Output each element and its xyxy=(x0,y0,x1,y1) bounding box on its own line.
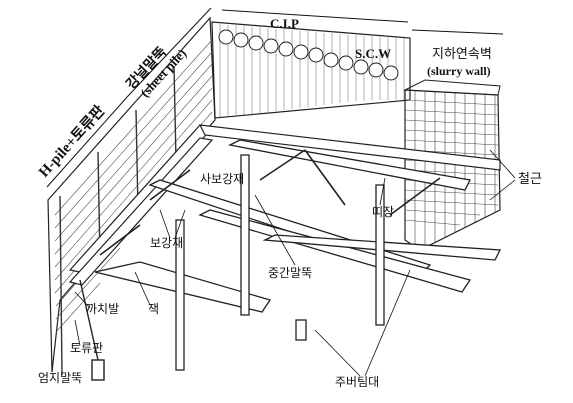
cip-label: C.I.P xyxy=(270,16,299,31)
brace-label: 보강재 xyxy=(150,236,183,250)
diagonal-brace-label: 사보강재 xyxy=(200,172,244,186)
strut-beams xyxy=(94,139,502,313)
leader-lines xyxy=(74,149,516,377)
scw-label: S.C.W xyxy=(355,46,391,61)
rebar-label: 철근 xyxy=(518,172,542,187)
hpile-lagging-label: H-pile+토류판 xyxy=(35,102,108,180)
lagging-label: 토류판 xyxy=(70,341,103,355)
back-wall xyxy=(211,21,411,119)
wale-beams xyxy=(68,124,501,286)
header-arrows xyxy=(46,7,504,188)
soldier-pile-label: 엄지말뚝 xyxy=(38,371,82,385)
intermediate-pile-label: 중간말뚝 xyxy=(268,266,312,280)
knee-brace-label: 까치발 xyxy=(86,302,119,316)
intermediate-piles xyxy=(175,154,385,371)
soldier-pile-base xyxy=(79,279,105,381)
jack-label: 잭 xyxy=(148,302,159,316)
slurry-wall-label-en: (slurry wall) xyxy=(427,64,491,78)
cip-piles xyxy=(218,29,399,81)
diagonal-braces xyxy=(99,149,441,256)
slurry-wall-label-kr: 지하연속벽 xyxy=(432,47,492,62)
wale-label: 띠장 xyxy=(372,205,394,219)
strut-label: 주버팀대 xyxy=(335,375,379,389)
